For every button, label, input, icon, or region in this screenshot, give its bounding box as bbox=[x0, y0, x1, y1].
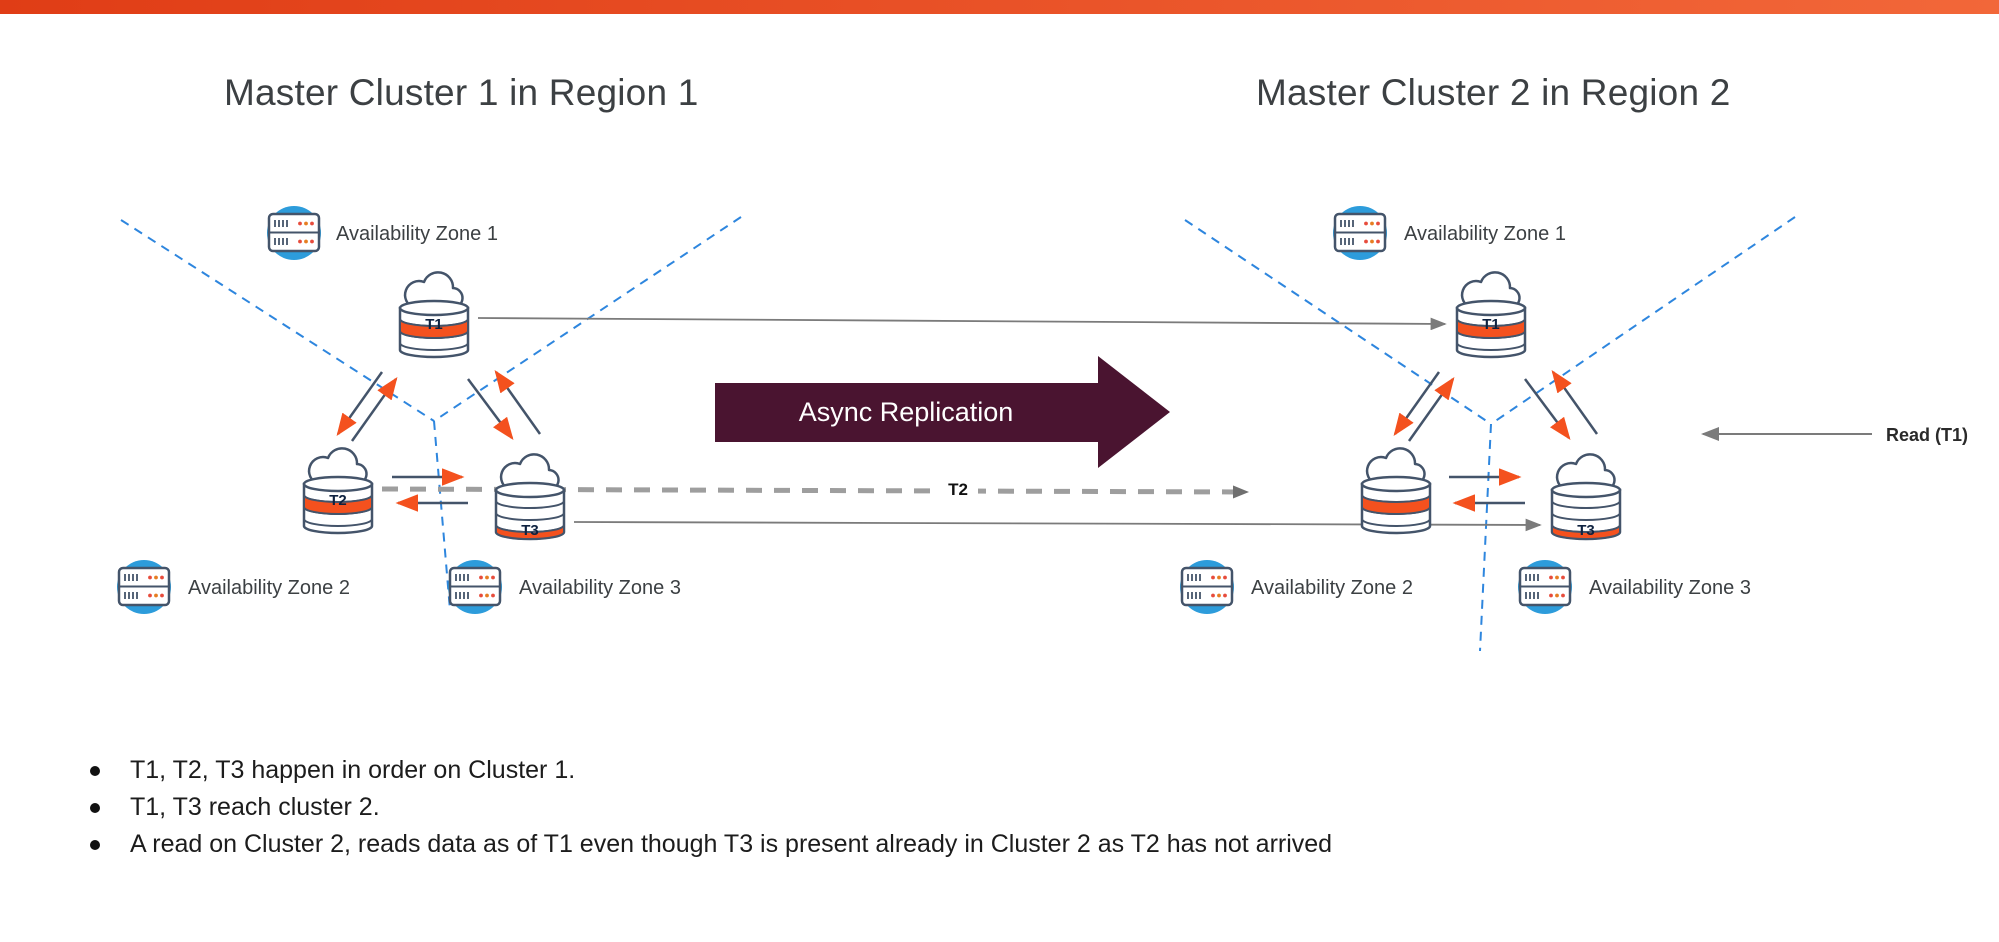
list-item: T1, T3 reach cluster 2. bbox=[90, 789, 1360, 826]
notes-list: T1, T2, T3 happen in order on Cluster 1.… bbox=[90, 752, 1360, 863]
zone-boundary-line bbox=[1479, 423, 1492, 652]
t2-label-backing bbox=[938, 478, 978, 500]
db-t1-label: T1 bbox=[1482, 316, 1500, 333]
server-rack-icon bbox=[265, 204, 323, 262]
list-item: T1, T2, T3 happen in order on Cluster 1. bbox=[90, 752, 1360, 789]
cluster2: Availability Zone 1 Availability Zone 2 … bbox=[1178, 204, 1751, 616]
sync-arrow bbox=[1523, 378, 1571, 441]
db-t3-label: T3 bbox=[1577, 522, 1595, 539]
db-t3-label: T3 bbox=[521, 522, 539, 539]
sync-arrow bbox=[336, 371, 384, 437]
bullet-dot bbox=[90, 840, 100, 850]
top-accent-bar bbox=[0, 0, 1999, 14]
bullet-text: T1, T2, T3 happen in order on Cluster 1. bbox=[130, 756, 576, 784]
zone-boundary-line bbox=[1490, 216, 1796, 425]
sync-arrow bbox=[1407, 376, 1455, 442]
database-icon-t1 bbox=[1457, 272, 1525, 357]
az2-label: Availability Zone 2 bbox=[188, 577, 350, 599]
async-replication-label: Async Replication bbox=[799, 397, 1014, 427]
az1-label: Availability Zone 1 bbox=[1404, 223, 1566, 245]
list-item: A read on Cluster 2, reads data as of T1… bbox=[90, 826, 1360, 863]
sync-arrow bbox=[1551, 369, 1599, 435]
cluster2-sync-arrows bbox=[1393, 369, 1599, 512]
sync-arrow bbox=[350, 376, 398, 442]
sync-arrow bbox=[494, 369, 542, 435]
az1-label: Availability Zone 1 bbox=[336, 223, 498, 245]
async-replication-arrow bbox=[715, 356, 1170, 468]
server-rack-icon bbox=[115, 558, 173, 616]
zone-boundary-line bbox=[433, 420, 451, 611]
t2-inflight-label: T2 bbox=[948, 480, 968, 499]
cluster1-sync-arrows bbox=[336, 369, 542, 512]
cluster1-title: Master Cluster 1 in Region 1 bbox=[224, 72, 699, 113]
database-icon-t2 bbox=[304, 448, 372, 533]
sync-arrow bbox=[1393, 371, 1441, 437]
server-rack-icon bbox=[1331, 204, 1389, 262]
server-rack-icon bbox=[1516, 558, 1574, 616]
server-rack-icon bbox=[1178, 558, 1236, 616]
bullet-text: A read on Cluster 2, reads data as of T1… bbox=[130, 830, 1333, 858]
sync-arrow bbox=[466, 378, 514, 441]
bullet-dot bbox=[90, 803, 100, 813]
az2-label: Availability Zone 2 bbox=[1251, 577, 1413, 599]
az3-label: Availability Zone 3 bbox=[519, 577, 681, 599]
az3-label: Availability Zone 3 bbox=[1589, 577, 1751, 599]
db-t1-label: T1 bbox=[425, 316, 443, 333]
bullet-dot bbox=[90, 766, 100, 776]
server-rack-icon bbox=[446, 558, 504, 616]
t1-replication-arrow bbox=[477, 317, 1447, 331]
cluster2-title: Master Cluster 2 in Region 2 bbox=[1256, 72, 1731, 113]
bullet-text: T1, T3 reach cluster 2. bbox=[130, 793, 380, 821]
read-t1-label: Read (T1) bbox=[1886, 425, 1968, 445]
database-icon-middle bbox=[1362, 448, 1430, 533]
db-t2-label: T2 bbox=[329, 492, 347, 509]
database-icon-t1 bbox=[400, 272, 468, 357]
cluster1: Availability Zone 1 Availability Zone 2 … bbox=[115, 204, 681, 616]
